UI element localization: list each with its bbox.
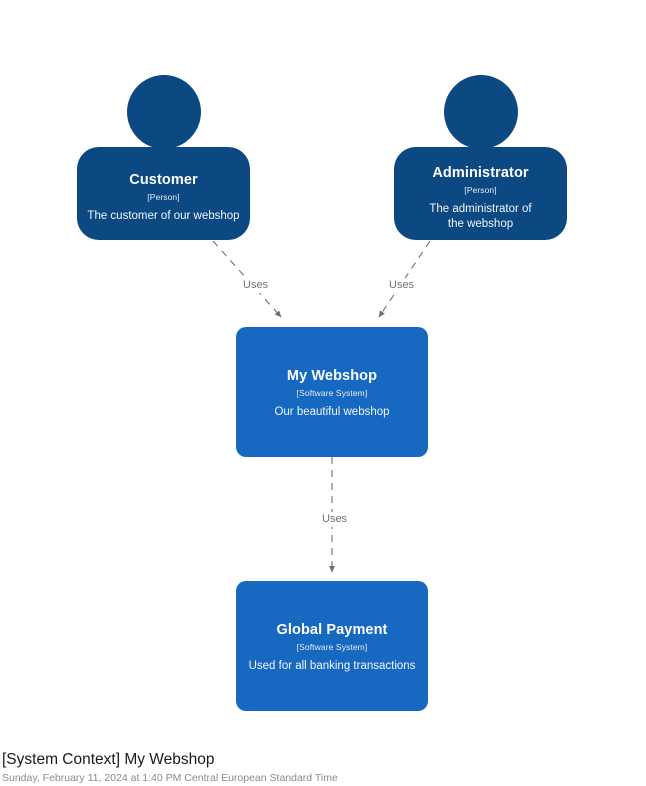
node-customer-name: Customer bbox=[129, 172, 198, 188]
diagram-title: [System Context] My Webshop bbox=[2, 751, 215, 768]
node-global-payment-name: Global Payment bbox=[276, 622, 388, 638]
node-my-webshop-type: [Software System] bbox=[296, 388, 368, 399]
node-my-webshop-name: My Webshop bbox=[286, 368, 378, 384]
node-global-payment-description: Used for all banking transactions bbox=[248, 660, 416, 673]
node-global-payment[interactable]: Global Payment [Software System] Used fo… bbox=[236, 581, 428, 711]
node-customer-body: Customer [Person] The customer of our we… bbox=[77, 147, 250, 240]
node-customer[interactable]: Customer [Person] The customer of our we… bbox=[77, 75, 250, 240]
node-administrator-description: The administrator of the webshop bbox=[429, 203, 532, 231]
node-customer-description: The customer of our webshop bbox=[87, 210, 240, 223]
diagram-footer: [System Context] My Webshop Sunday, Febr… bbox=[0, 750, 646, 786]
person-head-icon bbox=[443, 75, 518, 149]
node-my-webshop[interactable]: My Webshop [Software System] Our beautif… bbox=[236, 327, 428, 457]
edge-label-webshop-uses-payment: Uses bbox=[319, 512, 351, 528]
node-administrator-body: Administrator [Person] The administrator… bbox=[394, 147, 567, 240]
node-global-payment-type: [Software System] bbox=[296, 642, 368, 653]
edge-label-administrator-uses-webshop: Uses bbox=[386, 278, 418, 294]
node-customer-type: [Person] bbox=[147, 192, 180, 203]
node-administrator-name: Administrator bbox=[432, 165, 529, 181]
person-head-icon bbox=[126, 75, 201, 149]
diagram-timestamp: Sunday, February 11, 2024 at 1:40 PM Cen… bbox=[2, 772, 338, 785]
diagram-canvas: Uses Uses Uses Customer [Person] The cus… bbox=[77, 75, 567, 711]
node-administrator[interactable]: Administrator [Person] The administrator… bbox=[394, 75, 567, 240]
node-administrator-type: [Person] bbox=[464, 185, 497, 196]
edge-label-customer-uses-webshop: Uses bbox=[240, 278, 272, 294]
node-my-webshop-description: Our beautiful webshop bbox=[274, 406, 390, 419]
